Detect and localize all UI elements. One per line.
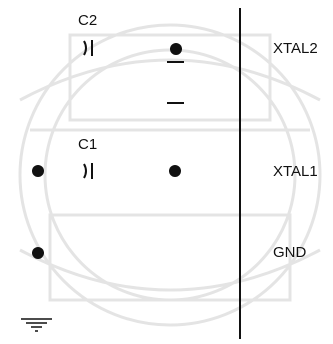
capacitor-c2-icon <box>83 40 93 56</box>
pin-label-gnd: GND <box>273 244 307 261</box>
junction-dot <box>170 43 182 55</box>
seal-watermark <box>18 23 322 327</box>
pin-label-xtal1: XTAL1 <box>273 163 318 180</box>
junction-dot <box>169 165 181 177</box>
capacitor-c1-label: C1 <box>78 136 98 153</box>
capacitor-c2-label: C2 <box>78 12 98 29</box>
ground-symbol-icon <box>21 318 52 332</box>
junction-dot <box>32 165 44 177</box>
pin-label-xtal2: XTAL2 <box>273 40 318 57</box>
capacitor-c1-icon <box>83 163 93 179</box>
junction-dot <box>32 247 44 259</box>
